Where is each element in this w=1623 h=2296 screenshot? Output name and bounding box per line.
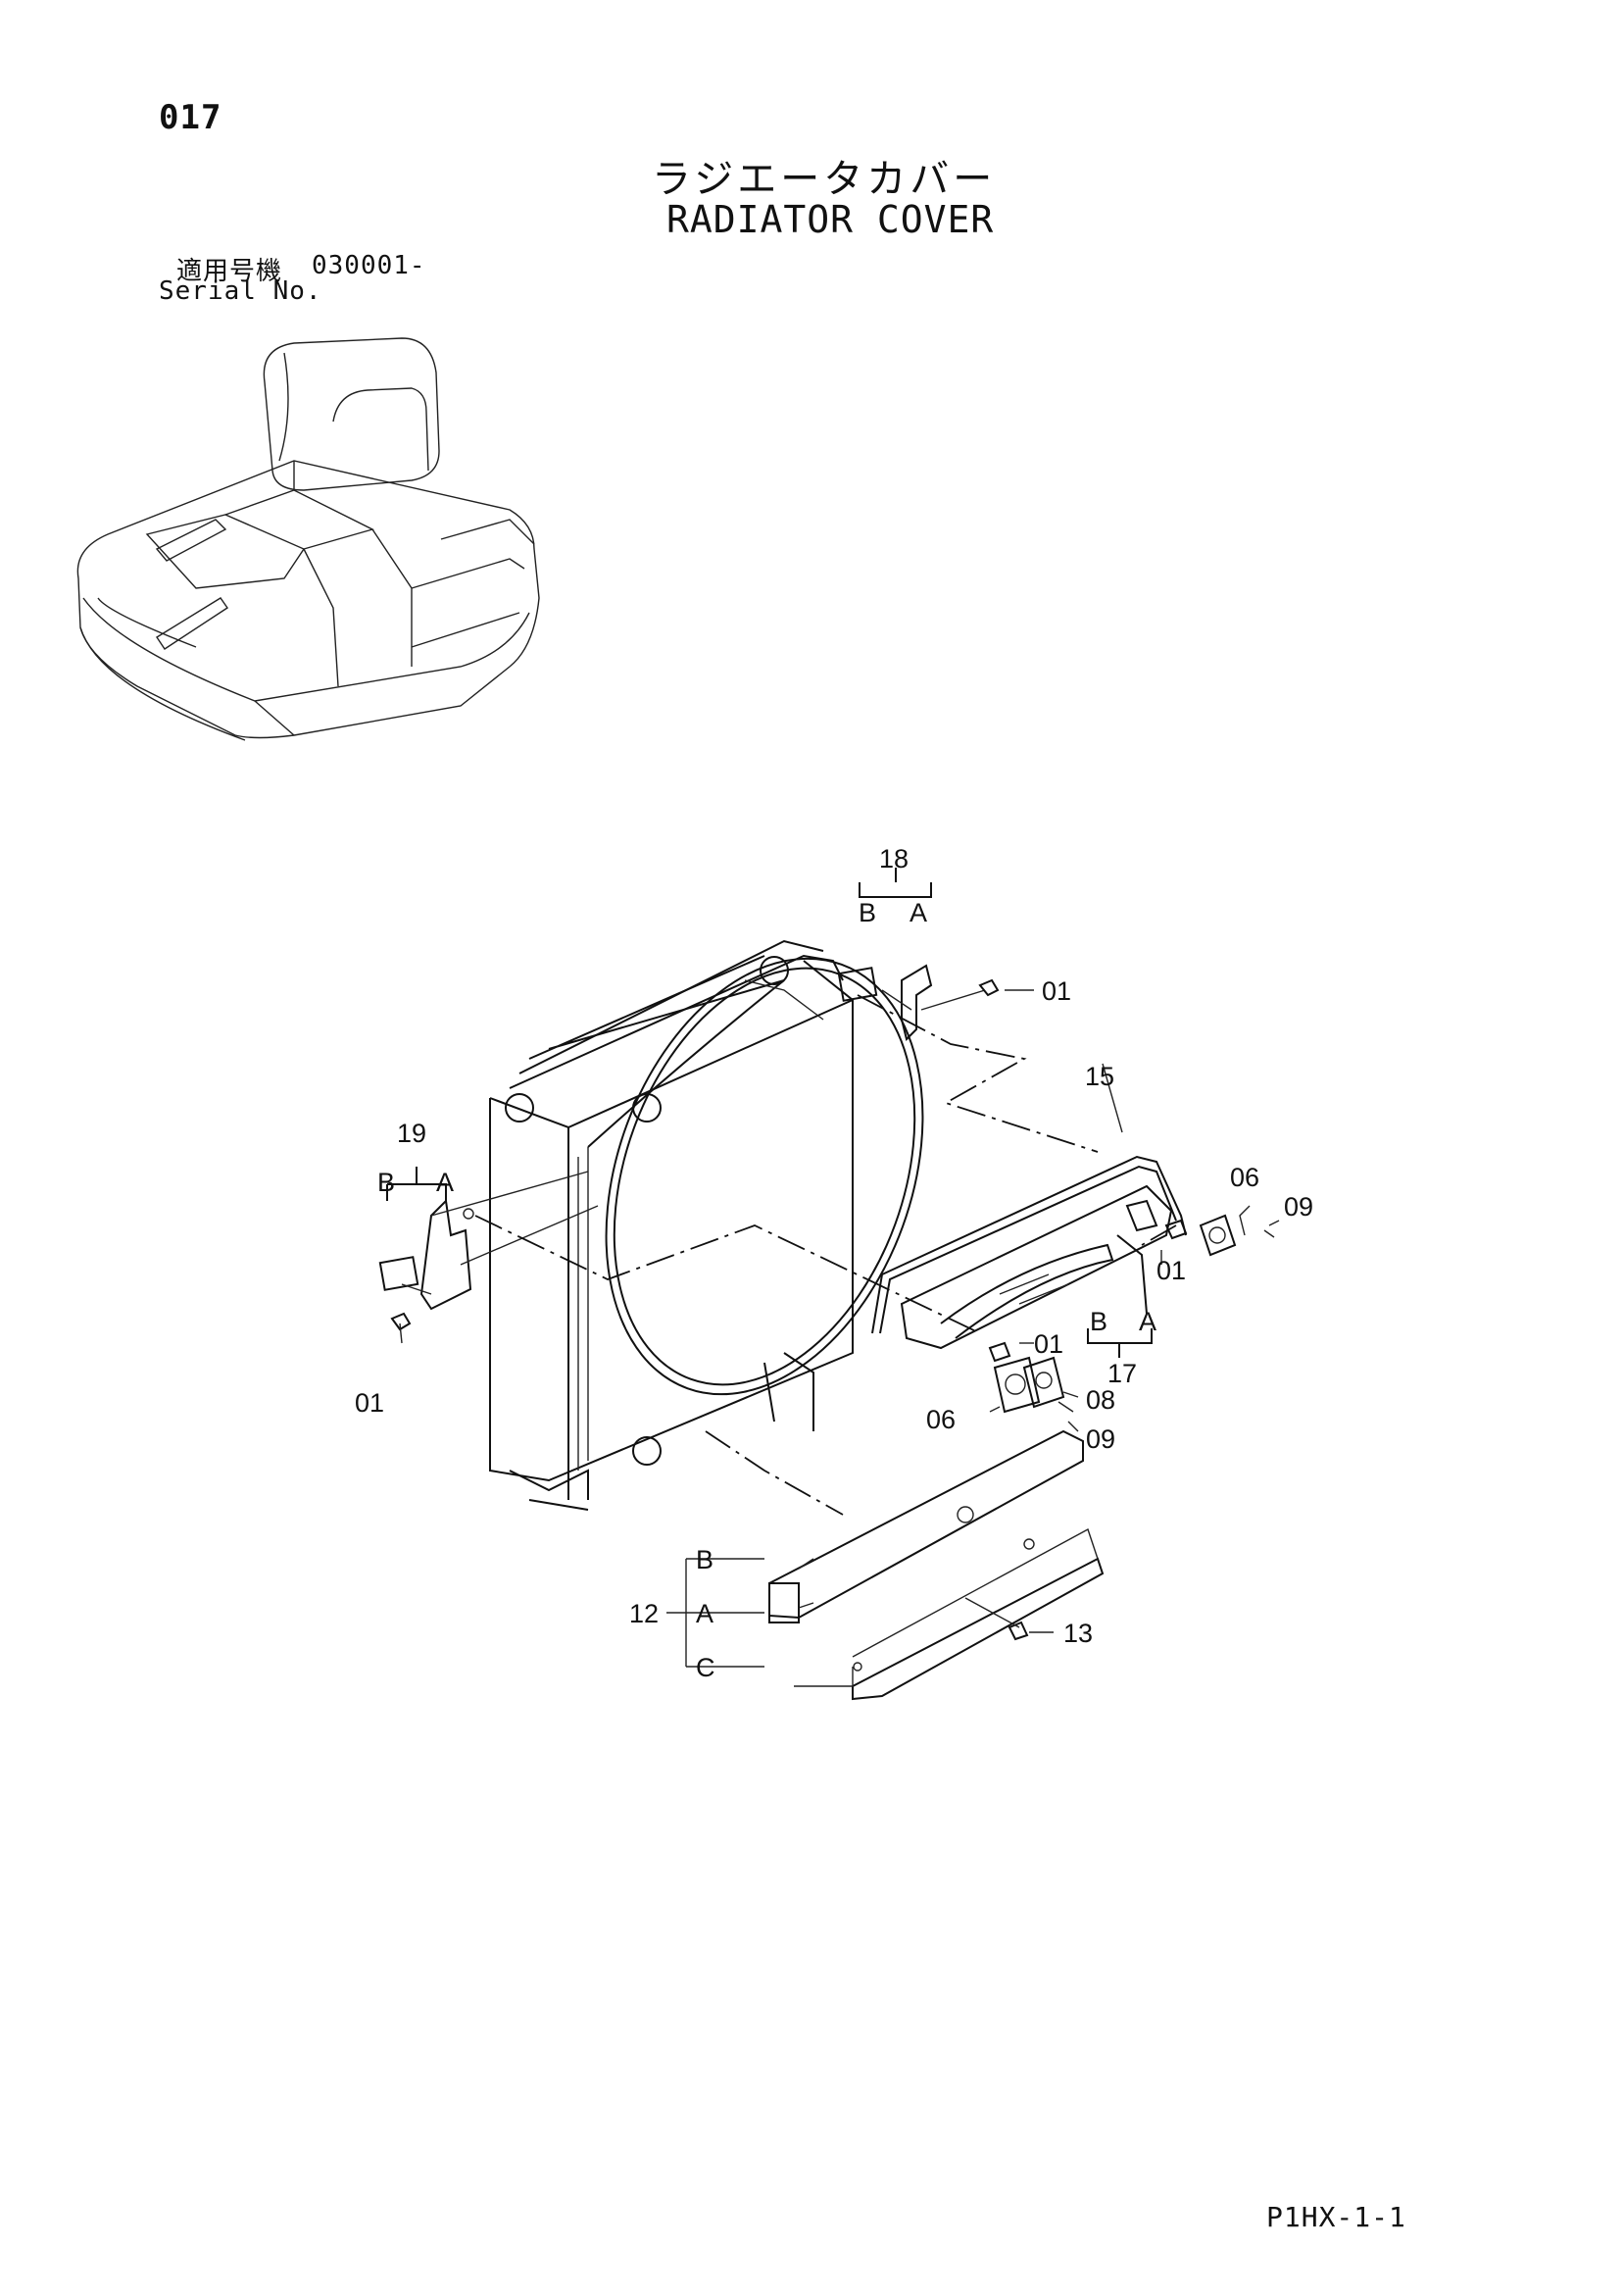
callout-15: 15 — [1085, 1062, 1114, 1091]
callout-01c: 01 — [355, 1388, 384, 1418]
plate-parts — [988, 1214, 1275, 1414]
part-12-lower-cover — [768, 1429, 1105, 1701]
callout-17b: B — [1090, 1307, 1107, 1336]
callout-12c: C — [696, 1653, 715, 1682]
callout-06a: 06 — [1230, 1163, 1259, 1192]
callout-17a: A — [1139, 1307, 1156, 1336]
serial-label-japanese: 適用号機 — [176, 257, 283, 286]
callout-12: 12 — [629, 1599, 659, 1628]
callout-13: 13 — [1063, 1619, 1093, 1648]
callout-01d: 01 — [1034, 1329, 1063, 1359]
callout-01b: 01 — [1156, 1256, 1186, 1285]
part-18-bracket — [837, 868, 1000, 1041]
serial-label: Serial No. — [159, 276, 322, 306]
part-15-handrail — [871, 1155, 1187, 1334]
callout-labels: 18 B A 01 15 06 09 01 B A 17 19 B A 01 0… — [355, 844, 1313, 1682]
footer-code: P1HX-1-1 — [1266, 2201, 1406, 2233]
callout-08: 08 — [1086, 1385, 1115, 1415]
callout-06b: 06 — [926, 1405, 956, 1434]
callout-18b: B — [859, 898, 876, 927]
callout-09a: 09 — [1284, 1192, 1313, 1222]
callout-12a: A — [696, 1599, 713, 1628]
serial-number-value: 030001- — [312, 251, 426, 280]
page-number: 017 — [159, 98, 222, 137]
machine-overview-illustration — [76, 337, 540, 741]
callout-19a: A — [436, 1168, 454, 1197]
callout-01a: 01 — [1042, 976, 1071, 1006]
callout-18a: A — [910, 898, 927, 927]
page-title: RADIATOR COVER — [666, 198, 995, 241]
callout-18: 18 — [879, 844, 909, 873]
callout-leaders — [399, 989, 1280, 1687]
callout-12b: B — [696, 1545, 713, 1574]
part-17-cover — [900, 1184, 1173, 1358]
callout-19b: B — [377, 1168, 395, 1197]
callout-17: 17 — [1107, 1359, 1137, 1388]
radiator-assembly — [489, 939, 924, 1511]
part-19-bracket — [378, 1167, 599, 1331]
title-japanese: ラジエータカバー — [652, 157, 997, 202]
assembly-leader-lines — [474, 994, 1177, 1516]
callout-09b: 09 — [1086, 1424, 1115, 1454]
callout-19: 19 — [397, 1119, 426, 1148]
